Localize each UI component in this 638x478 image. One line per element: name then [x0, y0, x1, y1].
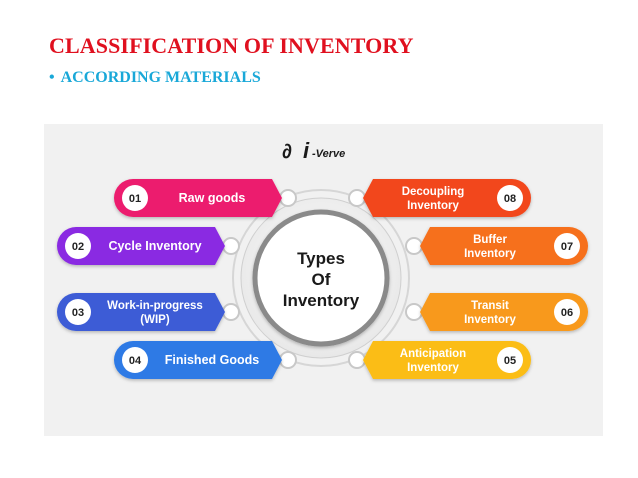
- item-number: 07: [561, 241, 573, 253]
- inventory-item-02: 02 Cycle Inventory: [57, 227, 240, 265]
- item-number: 08: [504, 193, 516, 205]
- item-label-line-2: Inventory: [464, 314, 516, 326]
- item-number: 04: [129, 355, 142, 367]
- center-line-3: Inventory: [283, 291, 360, 310]
- bullet-item: • ACCORDING MATERIALS: [49, 69, 261, 87]
- bullet-dot: •: [49, 69, 55, 86]
- item-number: 03: [72, 307, 84, 319]
- item-label-line-1: Anticipation: [400, 348, 466, 360]
- outer-ring: [232, 189, 410, 367]
- connector-node: [405, 303, 423, 321]
- item-label: Raw goods: [179, 191, 246, 205]
- item-number: 06: [561, 307, 573, 319]
- inventory-items: 01 Raw goods 02 Cycle Inventory 03 Work-in-pr…: [57, 179, 588, 379]
- number-badge: [122, 347, 148, 373]
- slide-title: CLASSIFICATION OF INVENTORY: [49, 33, 414, 58]
- number-badge: [65, 233, 91, 259]
- item-pill: [57, 293, 225, 331]
- item-label-line-2: Inventory: [407, 200, 459, 212]
- item-pill: [363, 341, 531, 379]
- inventory-types-diagram: ∂ i -Verve Types Of Inventory 01 Raw good…: [44, 124, 603, 436]
- logo-mark: ∂: [282, 141, 292, 163]
- center-line-2: Of: [312, 270, 331, 289]
- connector-node: [222, 303, 240, 321]
- item-label-line-1: Decoupling: [402, 186, 465, 198]
- connector-node: [279, 351, 297, 369]
- item-pill: [420, 293, 588, 331]
- inventory-item-03: 03 Work-in-progress (WIP): [57, 293, 240, 331]
- item-pill: [57, 227, 225, 265]
- connector-node: [405, 237, 423, 255]
- center-line-1: Types: [297, 249, 345, 268]
- item-number: 02: [72, 241, 84, 253]
- item-label-line-1: Buffer: [473, 234, 507, 246]
- logo-i: i: [303, 138, 310, 163]
- number-badge: [554, 299, 580, 325]
- item-pill: [114, 179, 282, 217]
- item-label-line-2: (WIP): [140, 314, 170, 326]
- connector-node: [222, 237, 240, 255]
- iverve-logo: ∂ i -Verve: [282, 138, 345, 163]
- item-label-line-2: Inventory: [407, 362, 459, 374]
- item-number: 05: [504, 355, 516, 367]
- connector-node: [348, 351, 366, 369]
- bullet-text: ACCORDING MATERIALS: [60, 69, 261, 86]
- item-pill: [420, 227, 588, 265]
- number-badge: [122, 185, 148, 211]
- item-label: Finished Goods: [165, 353, 259, 367]
- diagram-svg: ∂ i -Verve Types Of Inventory 01 Raw good…: [57, 138, 588, 379]
- item-number: 01: [129, 193, 141, 205]
- inventory-item-01: 01 Raw goods: [114, 179, 297, 217]
- item-label-line-1: Transit: [471, 300, 509, 312]
- item-label-line-2: Inventory: [464, 248, 516, 260]
- inventory-item-04: 04 Finished Goods: [114, 341, 297, 379]
- number-badge: [497, 185, 523, 211]
- connector-node: [348, 189, 366, 207]
- number-badge: [65, 299, 91, 325]
- item-label: Cycle Inventory: [108, 239, 201, 253]
- number-badge: [497, 347, 523, 373]
- item-label-line-1: Work-in-progress: [107, 300, 203, 312]
- item-pill: [114, 341, 282, 379]
- number-badge: [554, 233, 580, 259]
- item-pill: [363, 179, 531, 217]
- connector-node: [279, 189, 297, 207]
- center-circle: [252, 209, 390, 347]
- logo-brand: -Verve: [312, 148, 345, 160]
